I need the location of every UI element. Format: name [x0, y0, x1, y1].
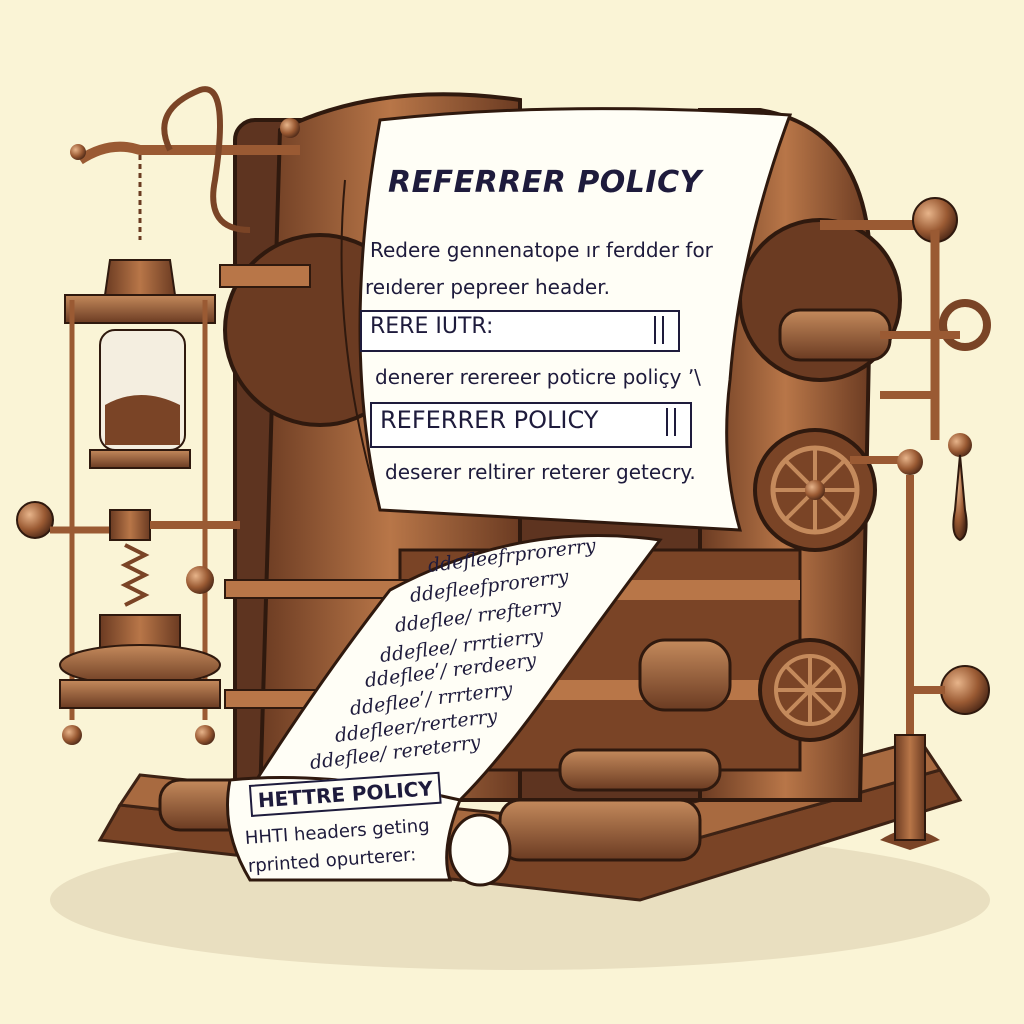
paper-line-3-text: denerer rerereer poticre poliçy	[375, 365, 682, 389]
paper-line-1: Redere gennenatope ır ferdder for	[370, 238, 713, 262]
right-crank-assembly	[820, 197, 991, 850]
spoked-wheel-lower	[758, 638, 862, 742]
field-2-cursor-icon	[666, 408, 676, 436]
field-1-cursor-icon	[654, 316, 664, 344]
paper-field-2: REFERRER POLICY	[370, 402, 692, 448]
left-hourglass-apparatus	[16, 86, 300, 745]
paper-line-3: denerer rerereer poticre poliçy ʼ\	[375, 365, 701, 389]
paper-title: REFERRER POLICY	[388, 165, 702, 200]
paper-line-3-mark: ʼ\	[687, 365, 701, 389]
spoked-wheel-upper	[753, 428, 877, 552]
paper-line-2: reıderer pepreer header.	[365, 275, 610, 299]
paper-field-1: RERE IUTR:	[360, 310, 680, 352]
paper-field-1-label: RERE IUTR:	[370, 314, 494, 339]
paper-field-2-label: REFERRER POLICY	[380, 406, 599, 434]
paper-line-4: deserer reltirer reterer getecry.	[385, 460, 696, 484]
